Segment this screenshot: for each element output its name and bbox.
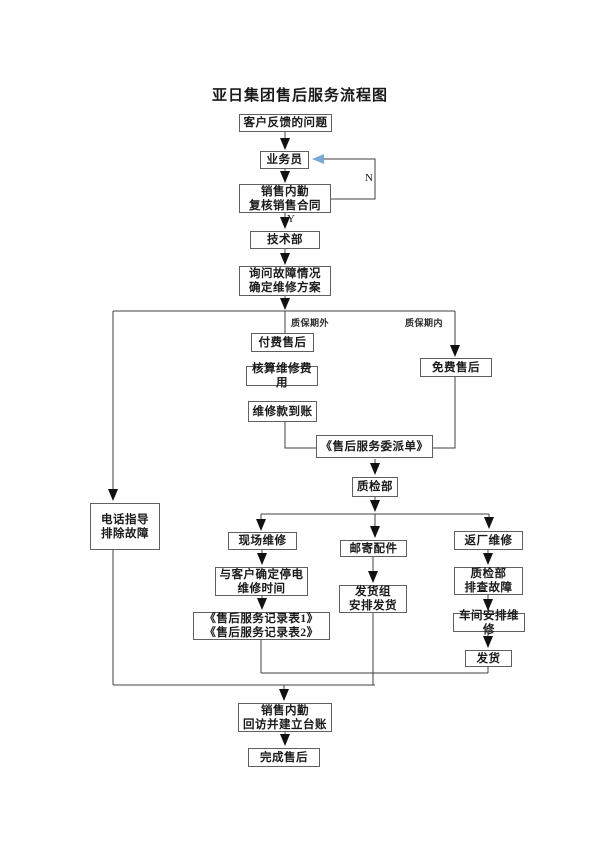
flow-node-free-service: 免费售后 <box>420 358 492 377</box>
edge-label-yes: Y <box>287 213 295 225</box>
flow-node-qc-dept: 质检部 <box>352 477 398 497</box>
flow-node-service-record-forms: 《售后服务记录表1》 《售后服务记录表2》 <box>193 612 330 640</box>
flow-node-complete: 完成售后 <box>248 748 320 767</box>
reject-loop-arrow <box>312 154 376 200</box>
flow-node-factory-repair: 返厂维修 <box>454 531 523 550</box>
flow-node-paid-service: 付费售后 <box>251 333 314 352</box>
page-title: 亚日集团售后服务流程图 <box>211 88 388 104</box>
flow-node-tech-dept: 技术部 <box>250 231 320 249</box>
flow-node-salesperson: 业务员 <box>260 151 309 169</box>
flow-node-repair-payment-received: 维修款到账 <box>248 401 317 422</box>
flow-node-inquire-fault: 询问故障情况 确定维修方案 <box>239 266 331 296</box>
flow-node-onsite-repair: 现场维修 <box>228 532 297 550</box>
edge-label-no: N <box>365 172 373 184</box>
flow-node-customer-feedback: 客户反馈的问题 <box>239 114 332 132</box>
flow-node-workshop-repair: 车间安排维修 <box>453 610 525 636</box>
flow-node-ship: 发货 <box>465 650 512 667</box>
branch-label-outside-warranty: 质保期外 <box>291 318 330 328</box>
flow-node-confirm-outage-time: 与客户确定停电 维修时间 <box>215 567 308 596</box>
flow-node-dispatch-form: 《售后服务委派单》 <box>316 435 433 458</box>
branch-label-inside-warranty: 质保期内 <box>405 318 444 328</box>
connector-arrows <box>108 132 494 746</box>
flow-node-shipping-group: 发货组 安排发货 <box>339 585 407 613</box>
flow-node-backoffice-followup: 销售内勤 回访并建立台账 <box>238 703 332 732</box>
flow-node-sales-backoffice-review: 销售内勤 复核销售合同 <box>239 184 331 213</box>
flow-node-qc-troubleshoot: 质检部 排查故障 <box>454 567 523 595</box>
flow-node-phone-guidance: 电话指导 排除故障 <box>90 503 160 550</box>
flow-node-calc-repair-cost: 核算维修费用 <box>246 363 318 389</box>
flow-node-mail-parts: 邮寄配件 <box>340 540 407 557</box>
